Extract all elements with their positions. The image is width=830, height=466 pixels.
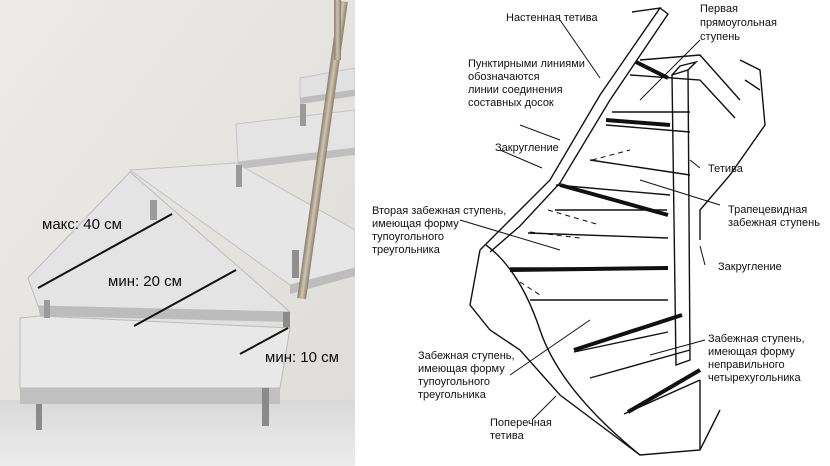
label-trapezoid-winder: Трапецевидная забежная ступень (728, 204, 820, 229)
max-measure-line (37, 213, 173, 289)
max-width-label: макс: 40 см (42, 216, 122, 233)
label-irregular-winder: Забежная ступень, имеющая форму неправил… (708, 333, 808, 384)
min-width-label: мин: 10 см (265, 349, 339, 366)
label-wall-stringer: Настенная тетива (506, 12, 598, 24)
label-second-winder: Вторая забежная ступень, имеющая форму т… (372, 205, 509, 256)
staircase-diagram: Настенная тетива Первая прямоугольная ст… (372, 3, 820, 456)
handrail-pole (297, 0, 348, 300)
mid-measure-line (133, 269, 237, 327)
min-measure-line (239, 327, 289, 355)
label-dotted-note: Пунктирными линиями обозначаются линии с… (468, 58, 588, 109)
tread-edges (509, 60, 702, 414)
label-obtuse-winder: Забежная ступень, имеющая форму тупоугол… (418, 350, 518, 401)
label-first-step: Первая прямоугольная ступень (700, 3, 780, 43)
stair-structure (469, 7, 766, 456)
floor (0, 400, 355, 466)
label-rounding-top: Закругление (495, 142, 559, 154)
mid-width-label: мин: 20 см (108, 273, 182, 290)
dashed-joints (519, 149, 631, 296)
label-cross-stringer: Поперечная тетива (490, 417, 555, 442)
label-stringer: Тетива (708, 163, 744, 175)
label-rounding-right: Закругление (718, 261, 782, 273)
leader-lines (459, 19, 721, 421)
staircase-photo: макс: 40 см мин: 20 см мин: 10 см (0, 0, 355, 466)
bottom-step (19, 300, 291, 430)
